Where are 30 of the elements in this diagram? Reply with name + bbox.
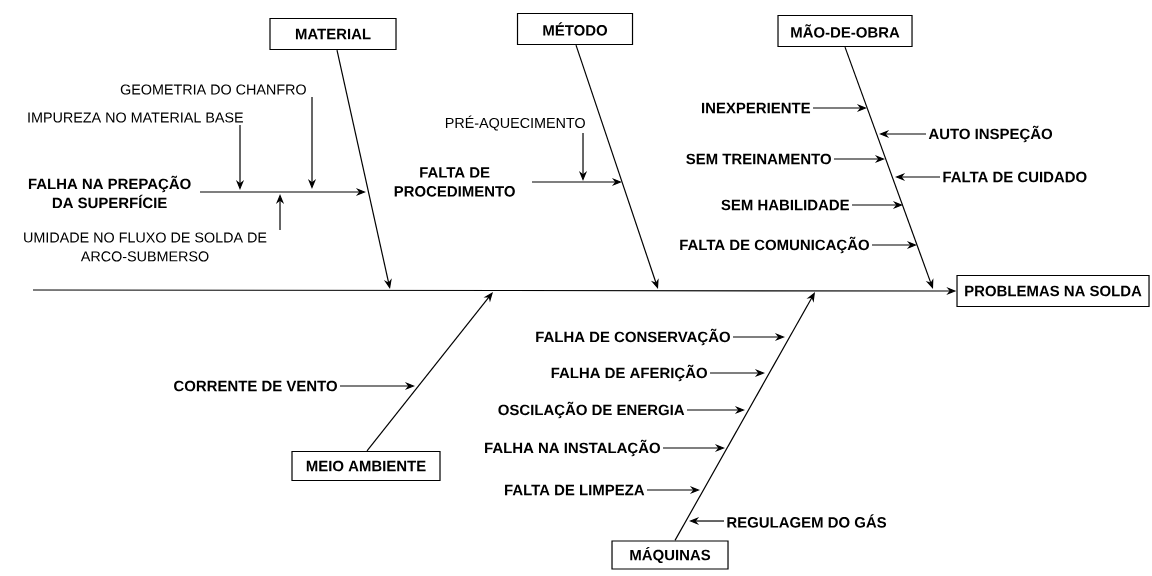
effect-box: PROBLEMAS NA SOLDA — [956, 274, 1150, 308]
category-box: MÉTODO — [516, 12, 634, 46]
cause-label: AUTO INSPEÇÃO — [928, 125, 1053, 143]
bone-arrow — [366, 292, 493, 452]
sub-cause-label: PRÉ-AQUECIMENTO — [445, 115, 585, 131]
category-box: MÃO-DE-OBRA — [777, 14, 913, 48]
cause-label: FALHA DE AFERIÇÃO — [551, 364, 707, 382]
cause-label: FALTA DE LIMPEZA — [505, 484, 645, 496]
category-box: MÁQUINAS — [611, 540, 729, 570]
category-box: MEIO AMBIENTE — [291, 450, 441, 482]
bone-arrow — [336, 49, 392, 289]
cause-label: OSCILAÇÃO DE ENERGIA — [498, 401, 685, 419]
sub-cause-label: IMPUREZA NO MATERIAL BASE — [28, 112, 243, 123]
cause-label: FALTA DE CUIDADO — [943, 171, 1087, 183]
cause-label: FALTA DE PROCEDIMENTO — [394, 167, 515, 197]
cause-label: CORRENTE DE VENTO — [174, 380, 337, 392]
cause-label: FALHA DE CONSERVAÇÃO — [536, 328, 730, 346]
cause-label: SEM HABILIDADE — [721, 199, 849, 211]
cause-label: REGULAGEM DO GÁS — [727, 514, 887, 528]
bone-arrow — [575, 44, 659, 289]
cause-label: FALTA DE COMUNICAÇÃO — [680, 236, 869, 254]
bone-arrow — [844, 46, 934, 289]
cause-label: SEM TREINAMENTO — [686, 153, 831, 165]
category-box: MATERIAL — [269, 17, 397, 51]
sub-cause-label: GEOMETRIA DO CHANFRO — [120, 84, 306, 95]
cause-label: FALHA NA INSTALAÇÃO — [485, 439, 660, 457]
sub-cause-label: UMIDADE NO FLUXO DE SOLDA DE ARCO-SUBMERSO — [24, 232, 267, 262]
cause-label: FALHA NA PREPAÇÃO DA SUPERFÍCIE — [28, 175, 191, 209]
bone-arrow — [674, 292, 815, 541]
cause-label: INEXPERIENTE — [702, 102, 811, 114]
